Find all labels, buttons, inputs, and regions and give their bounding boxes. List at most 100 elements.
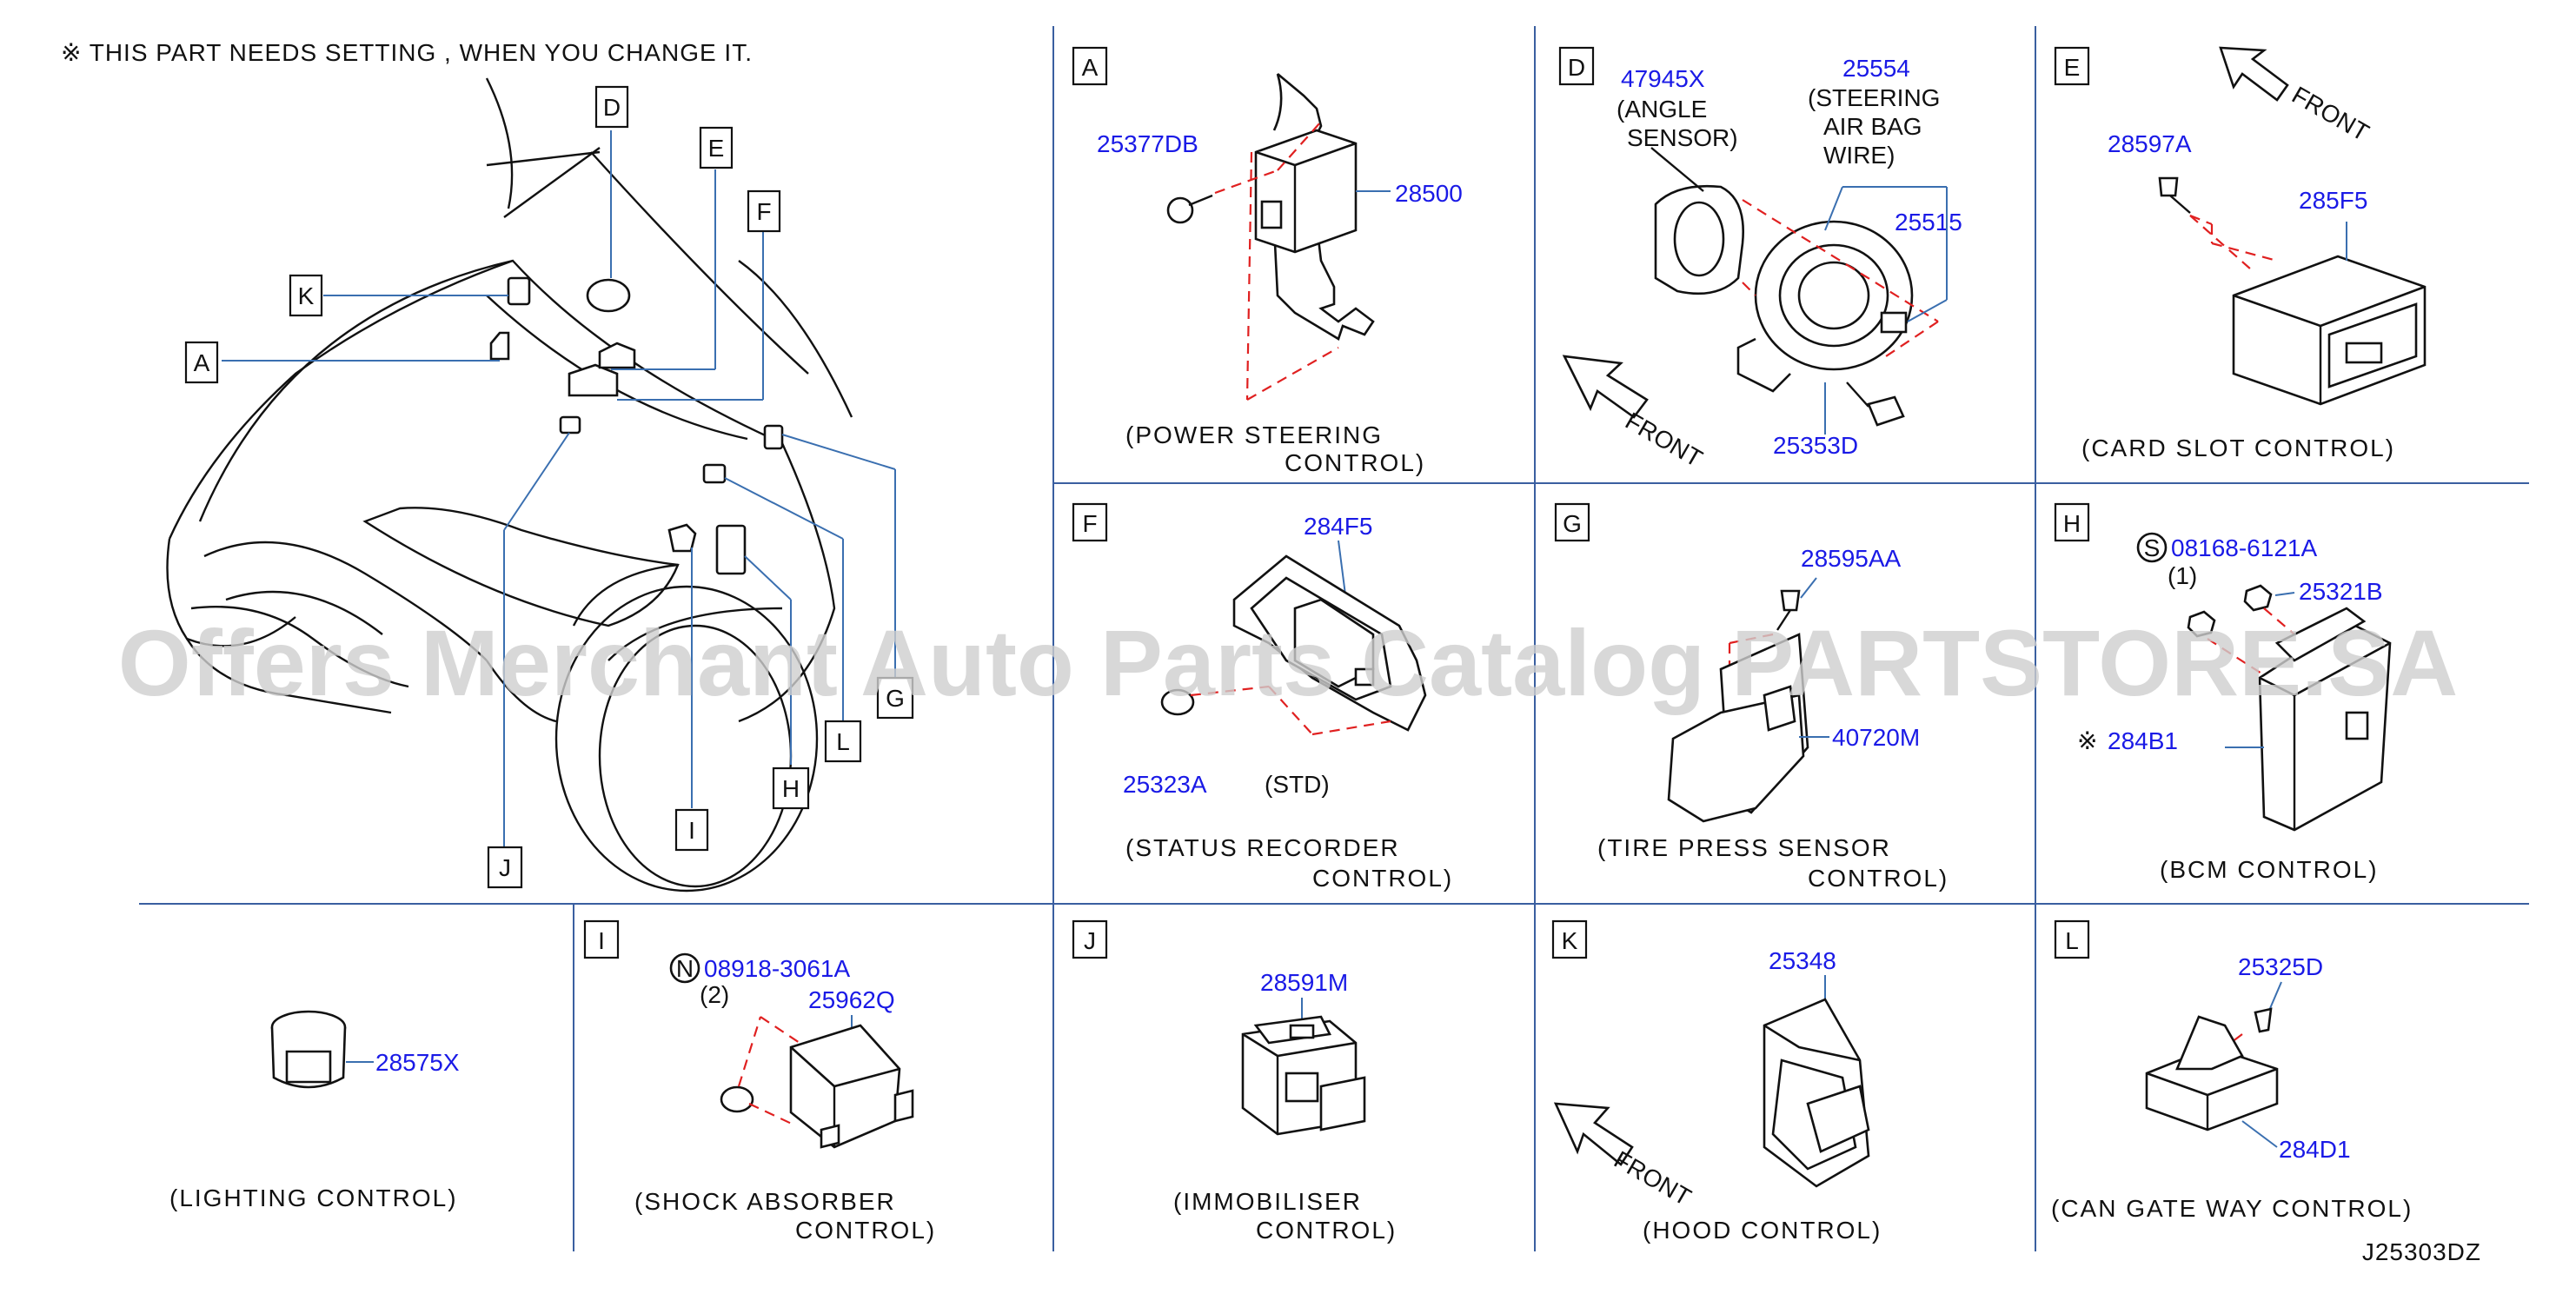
svg-text:(LIGHTING CONTROL): (LIGHTING CONTROL) <box>169 1185 458 1211</box>
svg-text:S: S <box>2144 534 2161 561</box>
svg-text:28575X: 28575X <box>375 1049 460 1076</box>
svg-text:(CAN GATE WAY CONTRO: (CAN GATE WAY CONTROL) <box>2051 1195 2413 1222</box>
svg-text:08168-6121A: 08168-6121A <box>2171 534 2317 561</box>
panel-lighting: 28575X (LIGHTING CONTROL) <box>169 1010 460 1211</box>
svg-text:(BCM CONTROL): (BCM CONTROL) <box>2160 856 2379 883</box>
callout-a: A <box>184 341 219 384</box>
callout-j: J <box>487 846 523 889</box>
svg-text:28500: 28500 <box>1395 180 1463 207</box>
panel-g: G 28595AA 40720M (TIRE PRESS SENSOR CONT… <box>1554 502 1949 892</box>
svg-text:H: H <box>2063 510 2081 537</box>
panel-k: K 25348 FRONT (HOOD CONTROL) <box>1551 919 1882 1244</box>
svg-text:(POWER STEERING: (POWER STEERING <box>1125 421 1383 448</box>
svg-text:25321B: 25321B <box>2299 578 2383 605</box>
svg-text:284F5: 284F5 <box>1304 513 1372 540</box>
svg-text:AIR BAG: AIR BAG <box>1823 113 1922 140</box>
svg-text:FRONT: FRONT <box>1621 407 1707 472</box>
svg-text:FRONT: FRONT <box>2287 81 2374 146</box>
svg-text:28591M: 28591M <box>1260 969 1348 996</box>
svg-text:CONTROL): CONTROL) <box>795 1217 936 1244</box>
svg-text:28597A: 28597A <box>2108 130 2192 157</box>
svg-text:25323A: 25323A <box>1123 771 1207 798</box>
svg-text:F: F <box>756 198 771 225</box>
svg-text:25377DB: 25377DB <box>1097 130 1198 157</box>
svg-text:FRONT: FRONT <box>1610 1145 1696 1211</box>
svg-text:284D1: 284D1 <box>2279 1136 2351 1163</box>
overview-callouts: D E F K A G L H I J <box>184 85 914 889</box>
svg-text:(TIRE PRESS SENSOR: (TIRE PRESS SENSOR <box>1597 834 1891 861</box>
svg-text:I: I <box>598 927 605 954</box>
svg-text:G: G <box>886 685 905 712</box>
svg-text:25962Q: 25962Q <box>808 986 895 1013</box>
svg-text:D: D <box>603 94 621 121</box>
svg-text:47945X: 47945X <box>1621 65 1705 92</box>
svg-text:25348: 25348 <box>1769 947 1836 974</box>
svg-text:N: N <box>676 955 694 982</box>
callout-g: G <box>876 676 914 720</box>
svg-text:WIRE): WIRE) <box>1823 142 1895 169</box>
svg-text:L: L <box>2065 927 2079 954</box>
callout-d: D <box>594 85 629 129</box>
svg-text:(HOOD CONTROL): (HOOD CONTROL) <box>1643 1217 1882 1244</box>
svg-text:E: E <box>708 135 725 162</box>
panel-i: I N 08918-3061A (2) 25962Q (SHOCK ABSORB… <box>583 919 936 1244</box>
svg-text:H: H <box>782 775 800 802</box>
svg-text:(CARD SLOT CONTROL): (CARD SLOT CONTROL) <box>2081 435 2395 461</box>
panel-e: E FRONT 28597A 285F5 (CARD SLOT CONTROL) <box>2054 46 2427 461</box>
callout-i: I <box>674 808 709 852</box>
svg-text:284B1: 284B1 <box>2108 727 2178 754</box>
svg-text:25325D: 25325D <box>2238 953 2323 980</box>
svg-text:(STEERING: (STEERING <box>1808 84 1940 111</box>
panel-j: J 28591M (IMMOBILISER CONTROL) <box>1072 919 1397 1244</box>
panel-l: L 25325D 284D1 (CAN GATE WAY CONTROL) <box>2051 919 2413 1222</box>
svg-text:L: L <box>836 728 850 755</box>
svg-text:28595AA: 28595AA <box>1801 545 1902 572</box>
diagram-code: J25303DZ <box>2362 1238 2481 1265</box>
svg-text:※: ※ <box>2077 727 2098 754</box>
svg-text:(STD): (STD) <box>1265 771 1330 798</box>
panel-d: D 47945X (ANGLE SENSOR) 25554 (STEERING … <box>1558 46 1962 472</box>
svg-text:(ANGLE: (ANGLE <box>1617 96 1707 123</box>
svg-text:(SHOCK ABSORBER: (SHOCK ABSORBER <box>634 1188 896 1215</box>
callout-k: K <box>289 274 323 317</box>
svg-text:E: E <box>2064 54 2081 81</box>
svg-text:CONTROL): CONTROL) <box>1312 865 1453 892</box>
callout-e: E <box>699 126 734 169</box>
svg-text:25353D: 25353D <box>1773 432 1858 459</box>
svg-text:K: K <box>298 282 315 309</box>
svg-text:(STATUS RECORDER: (STATUS RECORDER <box>1125 834 1400 861</box>
svg-text:D: D <box>1568 54 1585 81</box>
svg-text:285F5: 285F5 <box>2299 187 2367 214</box>
panel-f: F 284F5 25323A (STD) (STATUS RECORDER CO… <box>1072 502 1453 892</box>
svg-text:40720M: 40720M <box>1832 724 1920 751</box>
svg-text:CONTROL): CONTROL) <box>1808 865 1949 892</box>
svg-text:(IMMOBILISER: (IMMOBILISER <box>1173 1188 1362 1215</box>
svg-text:25554: 25554 <box>1842 55 1910 82</box>
svg-text:CONTROL): CONTROL) <box>1256 1217 1397 1244</box>
svg-text:CONTROL): CONTROL) <box>1285 449 1425 476</box>
svg-text:I: I <box>688 817 695 844</box>
overview-parts <box>489 276 784 575</box>
svg-text:J: J <box>499 854 511 881</box>
svg-text:J: J <box>1084 927 1096 954</box>
callout-l: L <box>824 720 862 763</box>
svg-text:08918-3061A: 08918-3061A <box>704 955 850 982</box>
svg-text:A: A <box>1082 54 1099 81</box>
svg-text:F: F <box>1082 510 1097 537</box>
svg-text:A: A <box>194 349 210 376</box>
svg-text:K: K <box>1562 927 1578 954</box>
svg-text:SENSOR): SENSOR) <box>1627 124 1738 151</box>
svg-text:25515: 25515 <box>1895 209 1962 236</box>
svg-text:(1): (1) <box>2168 562 2197 589</box>
callout-h: H <box>772 766 810 810</box>
callout-f: F <box>747 189 781 233</box>
panel-grid <box>139 26 2529 1251</box>
overview-leaders <box>222 130 896 847</box>
panel-a: A 25377DB 28500 (POWER STEERING CONTROL) <box>1072 46 1463 476</box>
svg-text:G: G <box>1563 510 1582 537</box>
panel-h: H S 08168-6121A (1) 25321B ※ 284B1 (BCM … <box>2054 502 2392 883</box>
svg-text:(2): (2) <box>700 981 729 1008</box>
header-note: ※ THIS PART NEEDS SETTING , WHEN YOU CHA… <box>61 39 753 66</box>
